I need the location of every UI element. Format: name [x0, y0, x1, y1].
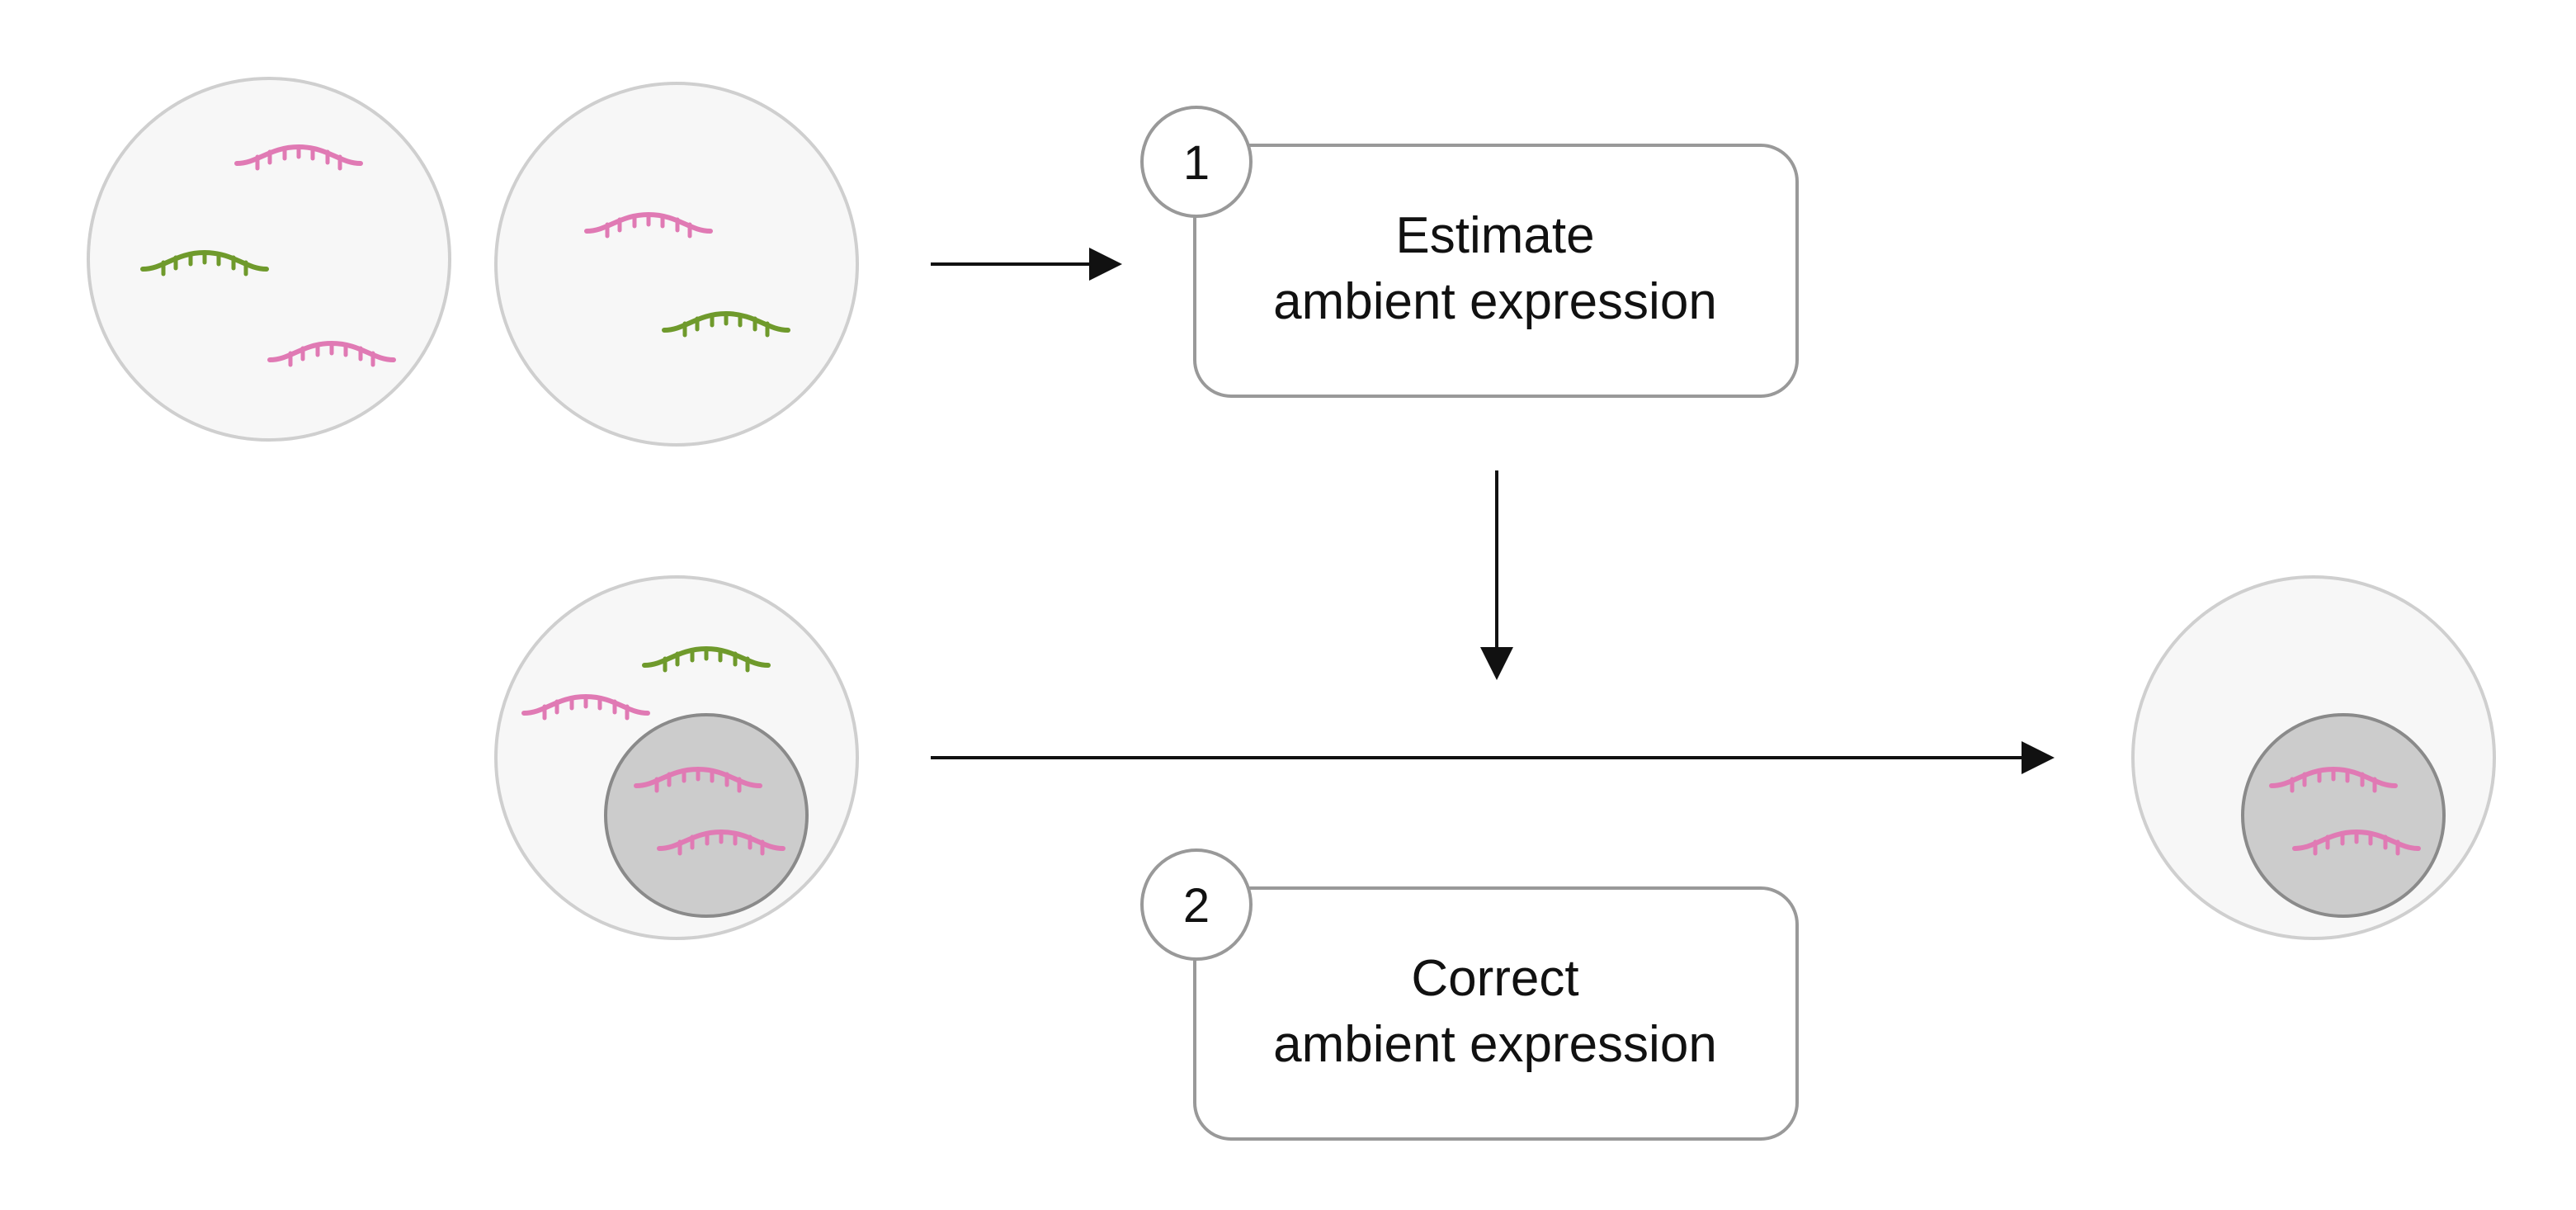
step-1-number: 1 — [1183, 136, 1210, 190]
cell-droplet — [494, 575, 859, 940]
empty-droplet-2 — [494, 82, 859, 447]
step-2-title: Correct — [1411, 950, 1578, 1007]
cell — [2241, 713, 2446, 918]
step-2-number: 2 — [1183, 879, 1210, 933]
cell — [604, 713, 809, 918]
step-2-subtitle: ambient expression — [1273, 1016, 1717, 1073]
step-1-box: Estimate ambient expression — [1193, 144, 1799, 398]
step-number-badge: 1 — [1140, 106, 1253, 218]
step-1-subtitle: ambient expression — [1273, 273, 1717, 330]
step-number-badge: 2 — [1140, 848, 1253, 961]
corrected-droplet — [2131, 575, 2496, 940]
step-1-title: Estimate — [1395, 207, 1594, 264]
empty-droplet-1 — [87, 77, 451, 442]
step-2-box: Correct ambient expression — [1193, 886, 1799, 1141]
